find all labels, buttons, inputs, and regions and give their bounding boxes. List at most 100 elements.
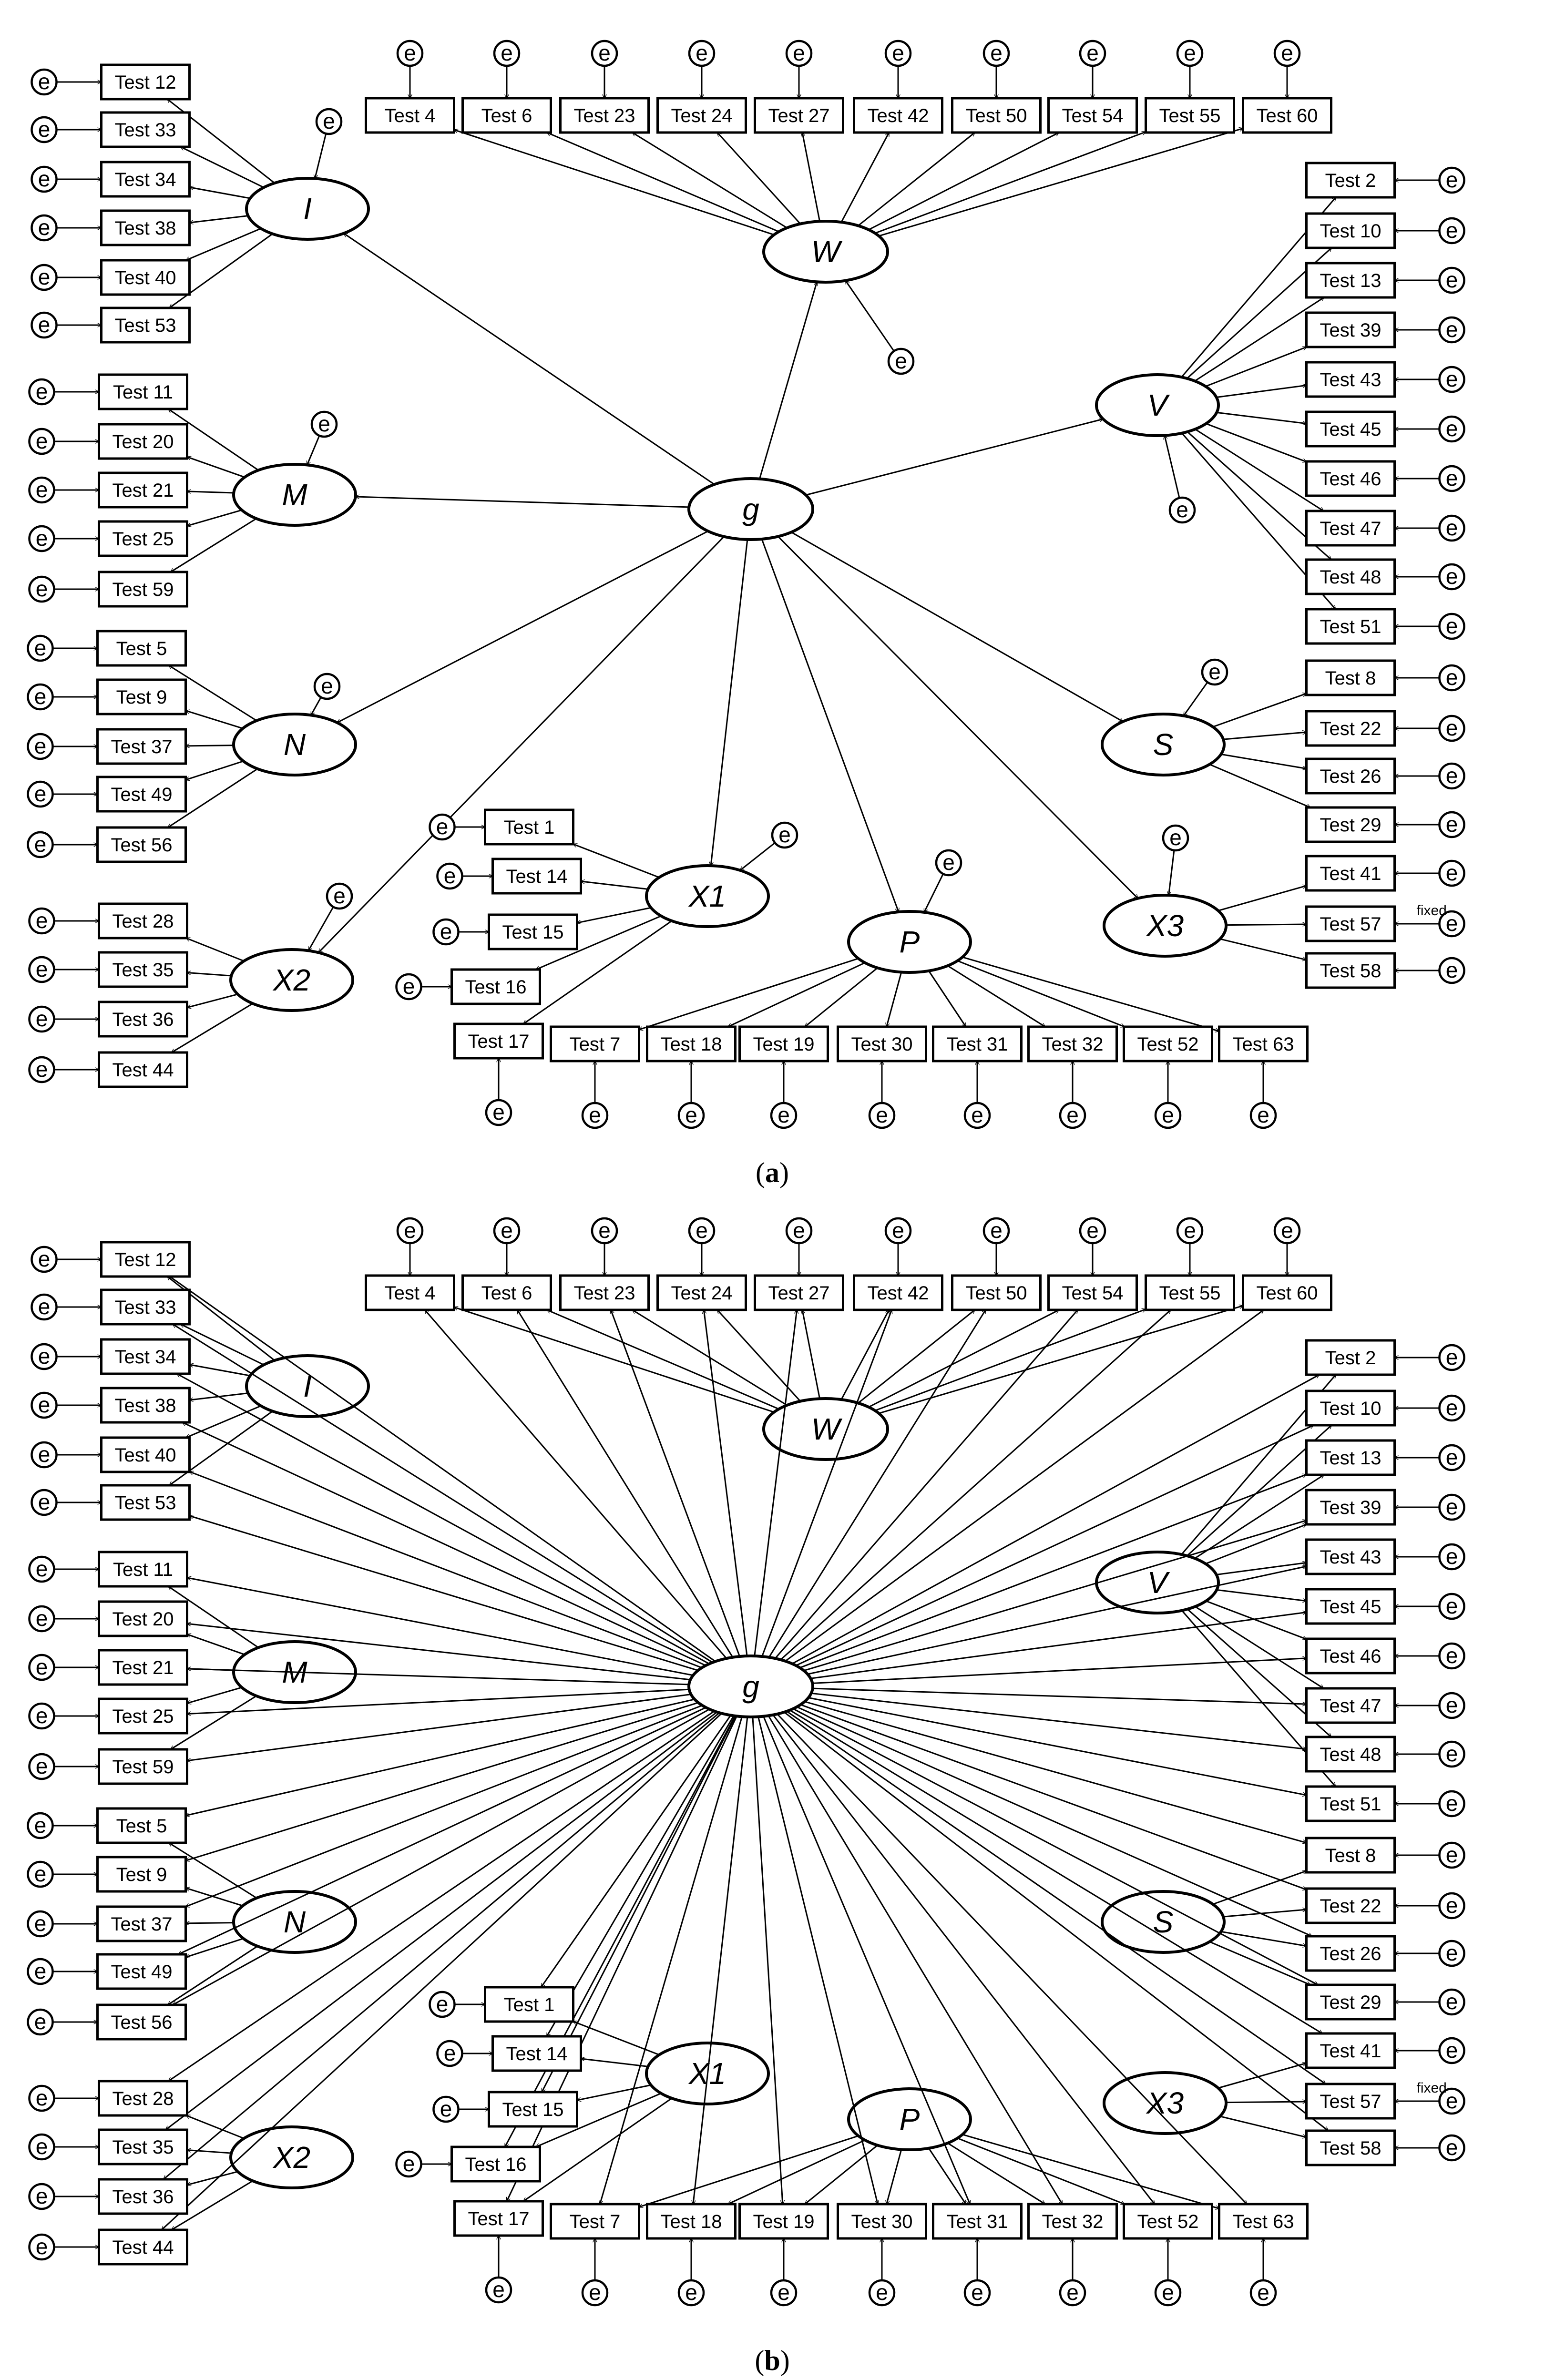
test-box-test-63: Test 63: [1218, 2203, 1309, 2240]
loading-g-test-13: [799, 1474, 1307, 1669]
svg-text:e: e: [696, 41, 708, 65]
error-test-49: e: [27, 780, 54, 808]
svg-text:e: e: [778, 1103, 790, 1127]
loading-g-test-6: [517, 1310, 734, 1658]
error-test-28: e: [28, 907, 55, 935]
error-test-27: e: [785, 1217, 813, 1245]
test-label: Test 23: [574, 1283, 635, 1304]
test-label: Test 41: [1320, 2041, 1381, 2062]
loading-p-test-63: [962, 956, 1219, 1031]
latent-v: V: [1095, 1551, 1220, 1614]
test-label: Test 24: [671, 1283, 733, 1304]
svg-text:e: e: [1446, 1345, 1458, 1369]
svg-text:e: e: [444, 2041, 456, 2065]
svg-text:e: e: [1446, 466, 1458, 490]
test-box-test-48: Test 48: [1305, 558, 1396, 595]
test-label: Test 44: [113, 1060, 174, 1081]
disturbance-arrow-n: [310, 696, 322, 715]
loading-m-test-21: [187, 491, 234, 493]
test-box-test-45: Test 45: [1305, 410, 1396, 448]
test-label: Test 19: [753, 2211, 815, 2232]
svg-text:e: e: [38, 312, 51, 337]
error-test-63: e: [1249, 2279, 1277, 2307]
test-box-test-40: Test 40: [100, 1436, 191, 1473]
loading-w-test-6: [547, 133, 779, 233]
test-label: Test 28: [113, 2088, 174, 2109]
loading-x1-test-15: [577, 2084, 651, 2100]
svg-text:e: e: [1446, 812, 1458, 837]
test-label: Test 34: [115, 169, 176, 190]
loading-m-test-25: [187, 1686, 242, 1703]
error-test-2: e: [1438, 166, 1465, 194]
latent-n: N: [232, 1890, 357, 1954]
test-label: Test 13: [1320, 270, 1381, 291]
svg-text:e: e: [36, 2085, 48, 2110]
loading-g-test-10: [795, 1424, 1314, 1666]
loading-p-test-18: [728, 2139, 866, 2205]
test-label: Test 59: [113, 1757, 174, 1777]
loading-g-v: [806, 419, 1103, 496]
loading-p-test-19: [805, 2145, 878, 2204]
test-label: Test 37: [111, 1914, 173, 1935]
loading-x1-test-1: [573, 2022, 660, 2056]
test-box-test-41: Test 41: [1305, 2032, 1396, 2069]
loading-m-test-25: [187, 509, 242, 526]
test-box-test-5: Test 5: [96, 630, 187, 667]
test-box-test-52: Test 52: [1123, 2203, 1213, 2240]
test-box-test-37: Test 37: [96, 728, 187, 765]
caption-a: (a): [756, 1157, 789, 1188]
error-test-12: e: [31, 1246, 58, 1273]
loading-p-test-63: [962, 2134, 1219, 2208]
loading-g-test-15: [541, 1716, 737, 2092]
test-box-test-58: Test 58: [1305, 2129, 1396, 2166]
error-test-12: e: [31, 68, 58, 96]
test-label: Test 63: [1233, 1034, 1294, 1055]
error-test-42: e: [884, 1217, 912, 1245]
loading-g-w: [758, 282, 817, 480]
loading-g-test-49: [178, 1706, 706, 1955]
test-box-test-34: Test 34: [100, 161, 191, 198]
test-label: Test 12: [115, 1249, 176, 1270]
disturbance-arrow-s: [1183, 682, 1208, 715]
svg-text:e: e: [38, 215, 51, 240]
test-box-test-30: Test 30: [837, 2203, 927, 2240]
loading-g-test-23: [611, 1310, 741, 1657]
svg-text:e: e: [1446, 2135, 1458, 2160]
error-test-7: e: [581, 2279, 609, 2307]
test-box-test-35: Test 35: [98, 2128, 188, 2165]
svg-text:e: e: [1446, 1989, 1458, 2014]
loading-g-test-39: [803, 1521, 1306, 1672]
test-label: Test 6: [481, 1283, 532, 1304]
latent-x2: X2: [229, 2125, 354, 2189]
test-box-test-17: Test 17: [453, 1022, 544, 1060]
loading-w-test-55: [874, 132, 1146, 234]
test-box-test-54: Test 54: [1047, 1274, 1138, 1311]
svg-text:e: e: [36, 1655, 48, 1679]
svg-text:e: e: [1446, 218, 1458, 243]
svg-text:e: e: [38, 1442, 51, 1467]
test-box-test-51: Test 51: [1305, 1785, 1396, 1822]
svg-text:e: e: [1446, 1893, 1458, 1918]
svg-text:e: e: [38, 69, 51, 94]
svg-text:e: e: [1446, 317, 1458, 342]
test-label: Test 28: [113, 911, 174, 932]
error-test-39: e: [1438, 1493, 1465, 1521]
test-box-test-57: Test 57: [1305, 2083, 1396, 2120]
loading-g-x2: [318, 536, 725, 953]
test-box-test-59: Test 59: [98, 571, 188, 608]
test-label: Test 5: [116, 638, 167, 659]
error-test-58: e: [1438, 2134, 1465, 2162]
svg-text:e: e: [36, 576, 48, 601]
test-label: Test 18: [661, 1034, 722, 1055]
loading-g-test-22: [800, 1704, 1306, 1890]
latent-label: g: [742, 1669, 759, 1704]
svg-text:e: e: [333, 883, 346, 908]
svg-text:e: e: [1162, 2280, 1174, 2305]
test-box-test-4: Test 4: [365, 97, 455, 134]
error-test-19: e: [770, 2279, 798, 2307]
error-test-52: e: [1154, 1102, 1182, 1129]
error-test-56: e: [27, 2008, 54, 2036]
test-label: Test 4: [385, 105, 436, 126]
error-test-59: e: [28, 575, 55, 603]
loading-i-test-33: [181, 1323, 265, 1366]
